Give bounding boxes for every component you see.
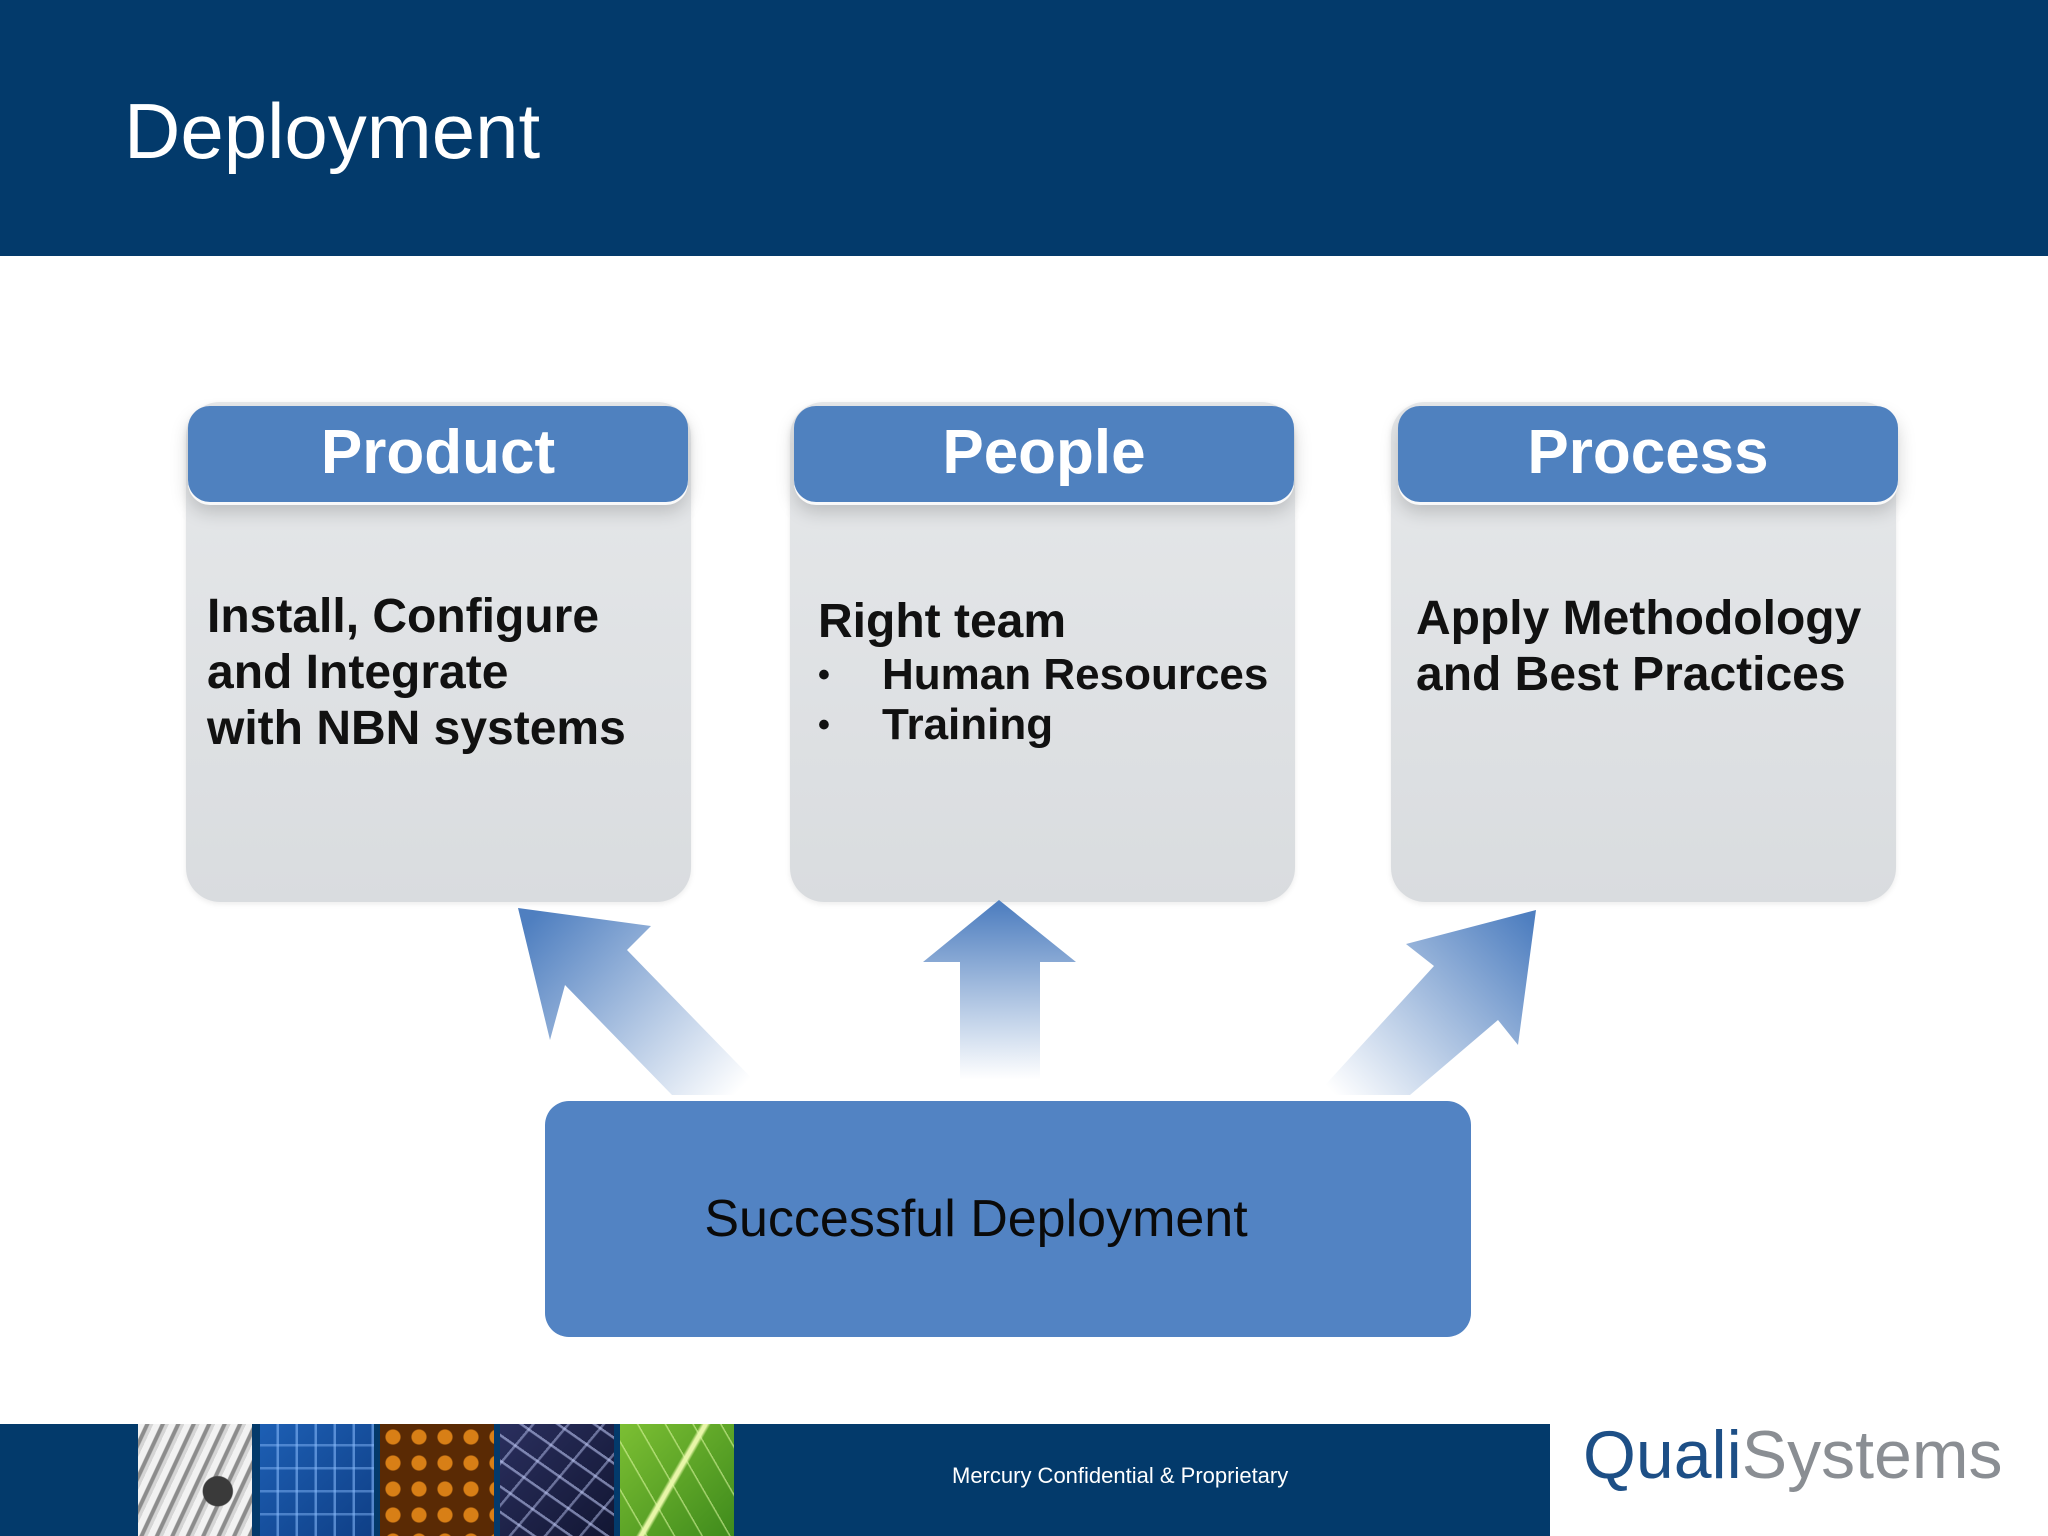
confidential-notice: Mercury Confidential & Proprietary — [952, 1463, 1289, 1488]
successful-deployment-box: Successful Deployment — [545, 1101, 1471, 1337]
product-card-text: Install, Configure and Integrate with NB… — [207, 589, 626, 757]
footer-band — [0, 1424, 1550, 1536]
arrow-to-people — [923, 900, 1076, 1085]
logo-part2: Systems — [1741, 1417, 2003, 1493]
people-bullet: • Human Resources — [818, 650, 1268, 700]
bullet-icon: • — [818, 656, 830, 694]
outcome-label: Successful Deployment — [704, 1190, 1248, 1248]
product-line: and Integrate — [207, 646, 509, 699]
leaf-image — [620, 1424, 734, 1536]
turbine-image — [138, 1424, 252, 1536]
neural-network-image — [500, 1424, 614, 1536]
product-line: with NBN systems — [207, 702, 626, 755]
slide-title: Deployment — [124, 87, 541, 175]
circuit-board-image — [260, 1424, 374, 1536]
process-card-heading: Process — [1398, 406, 1898, 502]
people-card-text: Right team • Human Resources • Training — [818, 594, 1268, 750]
company-logo: QualiSystems — [1583, 1415, 2002, 1495]
product-card-heading: Product — [188, 406, 688, 502]
people-lead: Right team — [818, 595, 1067, 648]
process-line: and Best Practices — [1416, 648, 1846, 701]
bullet-text: Human Resources — [882, 650, 1269, 699]
bullet-icon: • — [818, 706, 830, 744]
people-bullet: • Training — [818, 700, 1268, 750]
arrow-to-product — [518, 908, 768, 1095]
process-card-text: Apply Methodology and Best Practices — [1416, 591, 1861, 703]
logo-part1: Quali — [1583, 1417, 1742, 1493]
people-card-heading: People — [794, 406, 1294, 502]
people-bullet-list: • Human Resources • Training — [818, 650, 1268, 750]
process-line: Apply Methodology — [1416, 592, 1862, 645]
arrow-to-process — [1316, 910, 1536, 1095]
product-line: Install, Configure — [207, 590, 600, 643]
slide-header: Deployment — [0, 0, 2048, 256]
honeycomb-image — [380, 1424, 494, 1536]
bullet-text: Training — [882, 700, 1054, 749]
